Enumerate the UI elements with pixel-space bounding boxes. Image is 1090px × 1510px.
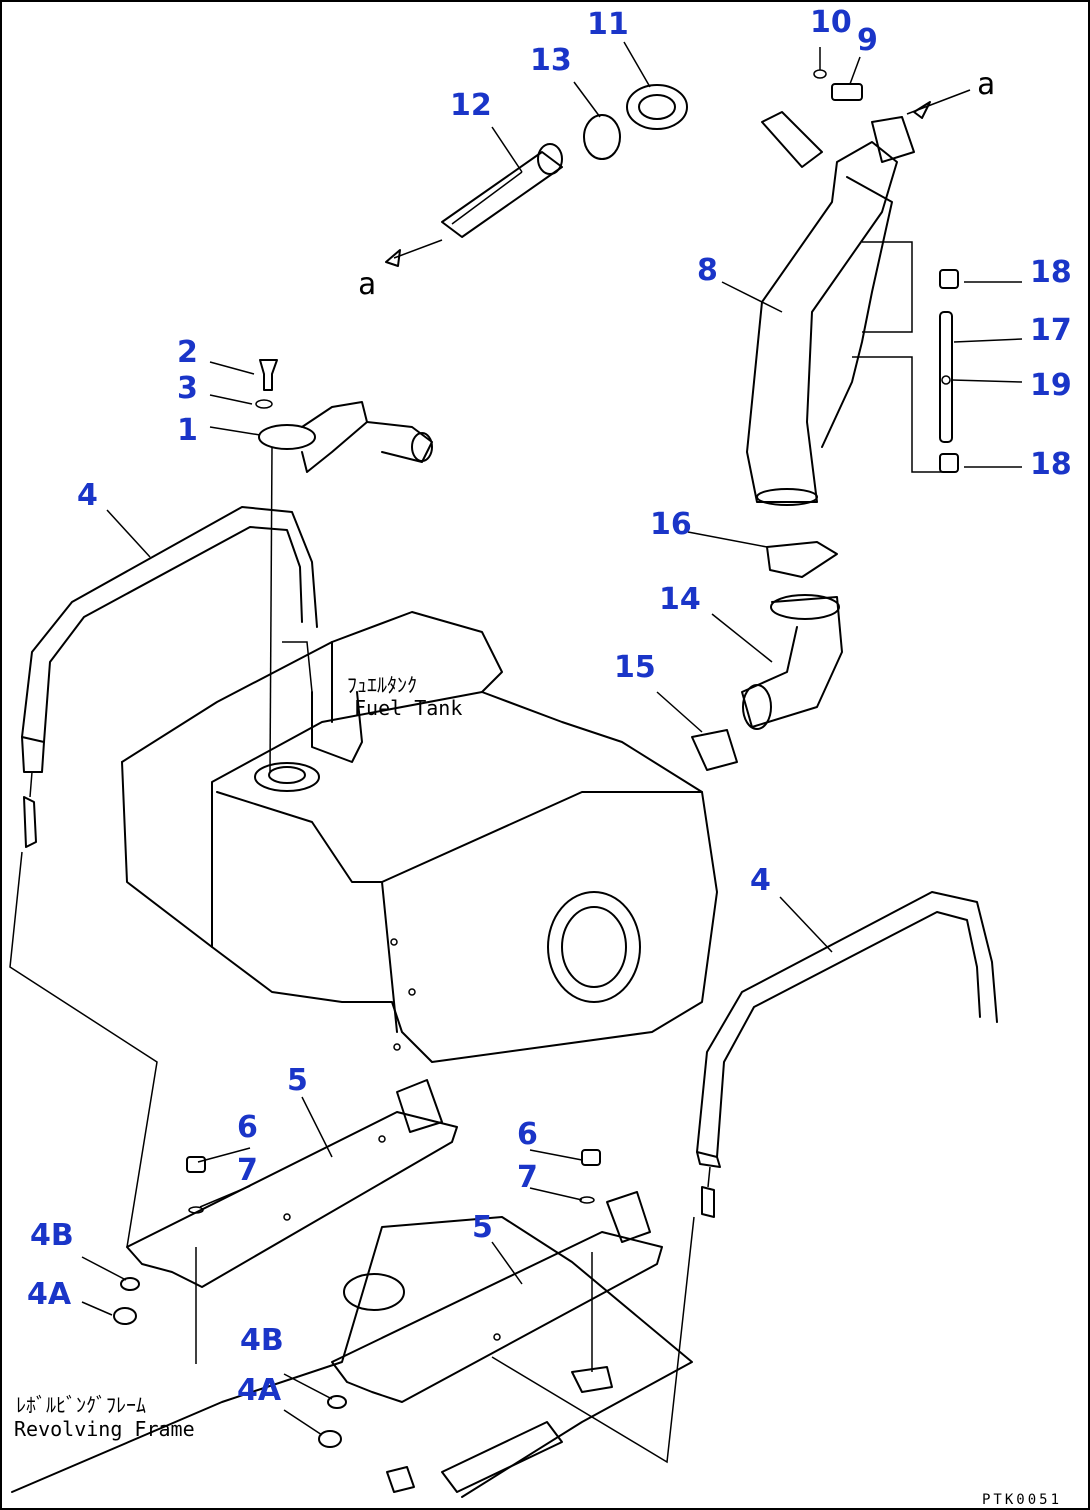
filler-cap-group	[441, 84, 688, 238]
callout-18-upper: 18	[1030, 255, 1072, 290]
bolt-washer-top	[813, 69, 863, 101]
leader-lines	[81, 41, 1023, 1436]
revolving-frame-label-en: Revolving Frame	[14, 1417, 195, 1441]
callout-12: 12	[450, 88, 492, 123]
callout-4-left: 4	[77, 478, 98, 513]
strap-right	[696, 891, 998, 1218]
callout-3: 3	[177, 371, 198, 406]
callout-9: 9	[857, 23, 878, 58]
callout-labels: 1 2 3 4 4 5 5 6 7 6 7 4B 4A 4B 4A 8 9 10…	[27, 5, 1072, 1408]
callout-7-left: 7	[237, 1153, 258, 1188]
callout-1: 1	[177, 413, 198, 448]
fuel-tank	[121, 611, 718, 1063]
callout-15: 15	[614, 650, 656, 685]
hose-and-clamps	[691, 541, 843, 771]
revolving-frame-label-jp: ﾚﾎﾞﾙﾋﾞﾝｸﾞﾌﾚｰﾑ	[16, 1393, 146, 1417]
drawing-code: PTK0051	[982, 1492, 1062, 1508]
callout-4A-mid: 4A	[237, 1373, 282, 1408]
callout-4-right: 4	[750, 863, 771, 898]
bracket-upper	[126, 1079, 458, 1288]
callout-5-upper: 5	[287, 1063, 308, 1098]
fasteners	[113, 1149, 601, 1448]
bracket-lower	[331, 1191, 663, 1403]
pipe-rod	[939, 269, 959, 473]
callout-11: 11	[587, 7, 629, 42]
callout-2: 2	[177, 335, 198, 370]
callout-16: 16	[650, 507, 692, 542]
callout-6-right: 6	[517, 1117, 538, 1152]
callout-18-lower: 18	[1030, 447, 1072, 482]
callout-5-lower: 5	[472, 1210, 493, 1245]
callout-6-left: 6	[237, 1110, 258, 1145]
assembly-lines	[9, 641, 695, 1464]
fuel-tank-label-jp: ﾌｭｴﾙﾀﾝｸ	[347, 673, 417, 697]
callout-19: 19	[1030, 368, 1072, 403]
callout-4A-left: 4A	[27, 1277, 72, 1312]
callout-4B-mid: 4B	[240, 1323, 284, 1358]
filler-pipe	[746, 111, 947, 506]
callout-7-right: 7	[517, 1160, 538, 1195]
revolving-frame	[11, 1216, 693, 1498]
reference-a-upper: a	[977, 67, 995, 102]
fuel-sender-unit	[255, 359, 433, 773]
reference-a-lower: a	[358, 267, 376, 302]
callout-4B-left: 4B	[30, 1218, 74, 1253]
callout-17: 17	[1030, 313, 1072, 348]
callout-10: 10	[810, 5, 852, 40]
callout-8: 8	[697, 253, 718, 288]
callout-14: 14	[659, 582, 701, 617]
strap-left	[21, 506, 318, 848]
callout-13: 13	[530, 43, 572, 78]
fuel-tank-label-en: Fuel Tank	[354, 696, 462, 720]
